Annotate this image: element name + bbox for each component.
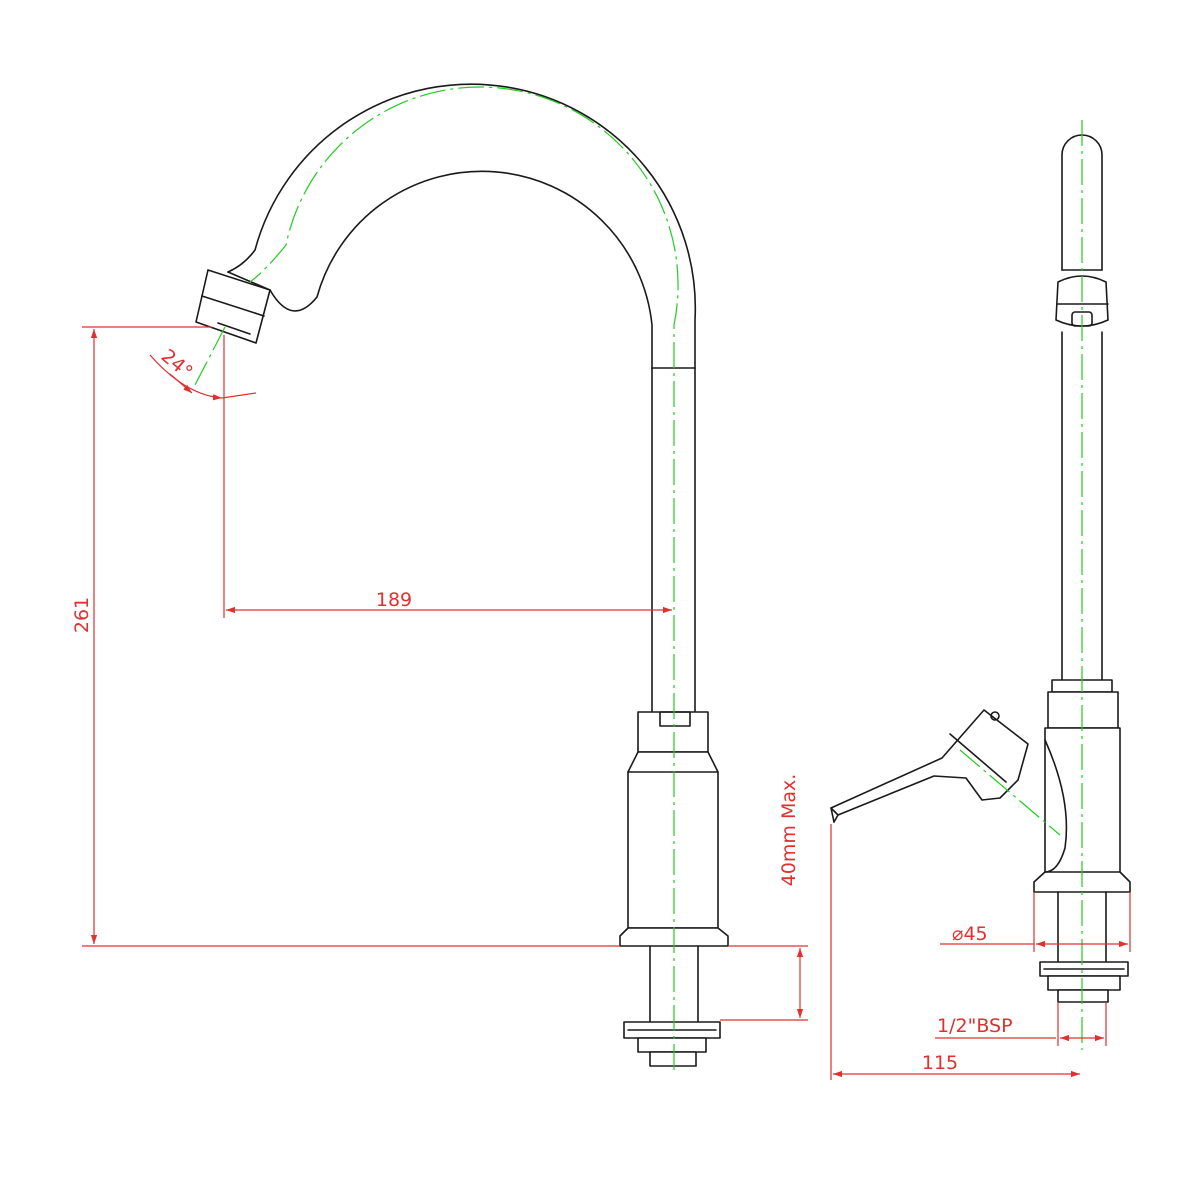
base-diameter-value: ⌀45: [952, 923, 988, 945]
side-centerlines: [959, 120, 1083, 1050]
front-centerlines: [194, 86, 679, 1070]
dimension-mounting: 40mm Max.: [720, 774, 808, 1021]
dimension-base-diameter: ⌀45: [940, 892, 1131, 952]
mounting-value: 40mm Max.: [778, 774, 800, 887]
thread-value: 1/2"BSP: [937, 1015, 1013, 1037]
dimension-reach: 189: [223, 335, 672, 618]
height-value: 261: [71, 597, 93, 633]
dimension-thread: 1/2"BSP: [935, 1002, 1107, 1046]
side-body: [830, 679, 1131, 1003]
spout: [195, 83, 697, 713]
tap-body: [619, 711, 729, 1067]
depth-value: 115: [922, 1052, 958, 1074]
spout-outlet: [195, 269, 271, 344]
dimension-depth: 115: [830, 824, 1080, 1080]
front-view: 261 189 24° 40mm Max.: [71, 83, 808, 1070]
dimension-height: 261: [71, 326, 620, 947]
reach-value: 189: [376, 589, 412, 611]
angle-value: 24°: [157, 345, 197, 384]
side-view: ⌀45 1/2"BSP 115: [830, 120, 1131, 1080]
dimension-angle: 24°: [149, 345, 257, 401]
lever-handle: [830, 709, 1029, 823]
